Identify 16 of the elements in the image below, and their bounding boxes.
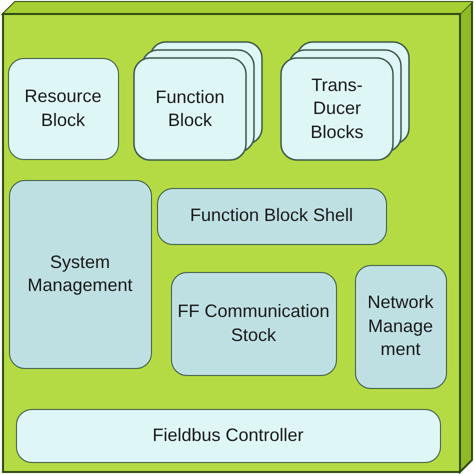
block-label: Function Block Shell [188,204,354,228]
block-label: Resource Block [23,85,103,132]
block [9,180,152,369]
block [355,265,447,389]
block [157,188,387,245]
block [171,272,337,376]
block [16,409,441,463]
block-label: FF Communication Stock [176,300,331,346]
block-label: Fieldbus Controller [151,424,305,447]
stacked-block [281,42,409,160]
block-label: Network Manage ment [366,291,434,362]
block-label: Function Block [154,86,226,132]
block-label: Trans- Ducer Blocks [309,74,364,144]
stacked-block [134,42,262,160]
block [8,58,119,160]
block-label: System Management [26,250,134,297]
